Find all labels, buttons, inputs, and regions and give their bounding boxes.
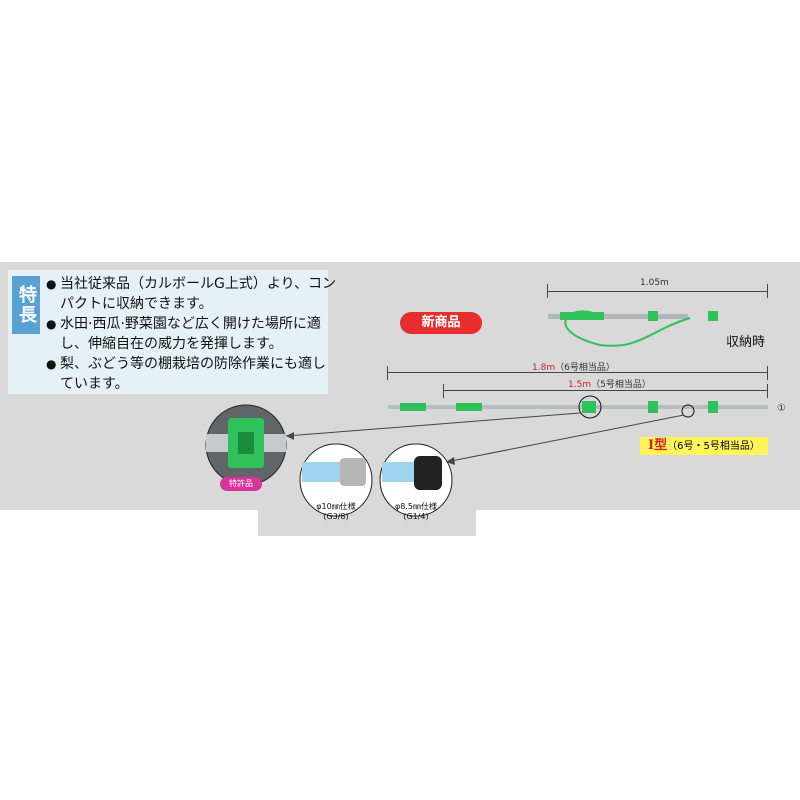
storage-label: 収納時 xyxy=(726,335,766,350)
storage-dimension-line xyxy=(548,291,768,292)
length-15-note: （5号相当品） xyxy=(591,380,651,390)
dimension-tick xyxy=(547,284,548,298)
dimension-tick xyxy=(767,384,768,398)
length-18-value: 1.8m xyxy=(532,363,556,373)
length-15-value: 1.5m xyxy=(568,380,592,390)
dimension-tick xyxy=(767,366,768,380)
dimension-tick xyxy=(387,366,388,380)
feature-item: 梨、ぶどう等の棚栽培の防除作業にも適しています。 xyxy=(46,354,336,394)
length-15-line xyxy=(444,390,768,391)
circle-number: ① xyxy=(777,403,786,414)
patent-badge: 特許品 xyxy=(220,477,262,491)
spec-10mm: φ10㎜仕様 (G3/8) xyxy=(308,502,364,522)
spec-10mm-size: φ10㎜仕様 xyxy=(316,502,356,511)
type-name: Ⅰ型 xyxy=(648,438,668,453)
type-note: （6号・5号相当品） xyxy=(667,441,760,452)
length-18-label: 1.8m（6号相当品） xyxy=(532,360,615,373)
spec-85mm-thread: (G1/4) xyxy=(403,512,429,521)
features-list: 当社従来品（カルボールG上式）より、コンパクトに収納できます。 水田·西瓜·野菜… xyxy=(46,274,336,394)
features-tag: 特長 xyxy=(12,276,40,334)
type-tag: Ⅰ型（6号・5号相当品） xyxy=(640,437,768,455)
length-18-note: （6号相当品） xyxy=(555,363,615,373)
length-18-line xyxy=(388,372,768,373)
spec-10mm-thread: (G3/8) xyxy=(323,512,349,521)
spec-85mm-size: φ8.5㎜仕様 xyxy=(395,502,437,511)
length-15-label: 1.5m（5号相当品） xyxy=(568,377,651,390)
feature-item: 当社従来品（カルボールG上式）より、コンパクトに収納できます。 xyxy=(46,274,336,314)
new-product-badge: 新商品 xyxy=(400,312,482,334)
dimension-tick xyxy=(767,284,768,298)
feature-item: 水田·西瓜·野菜園など広く開けた場所に適し、伸縮自在の威力を発揮します。 xyxy=(46,314,336,354)
spec-85mm: φ8.5㎜仕様 (G1/4) xyxy=(386,502,446,522)
dimension-tick xyxy=(443,384,444,398)
storage-length-label: 1.05m xyxy=(640,278,669,288)
